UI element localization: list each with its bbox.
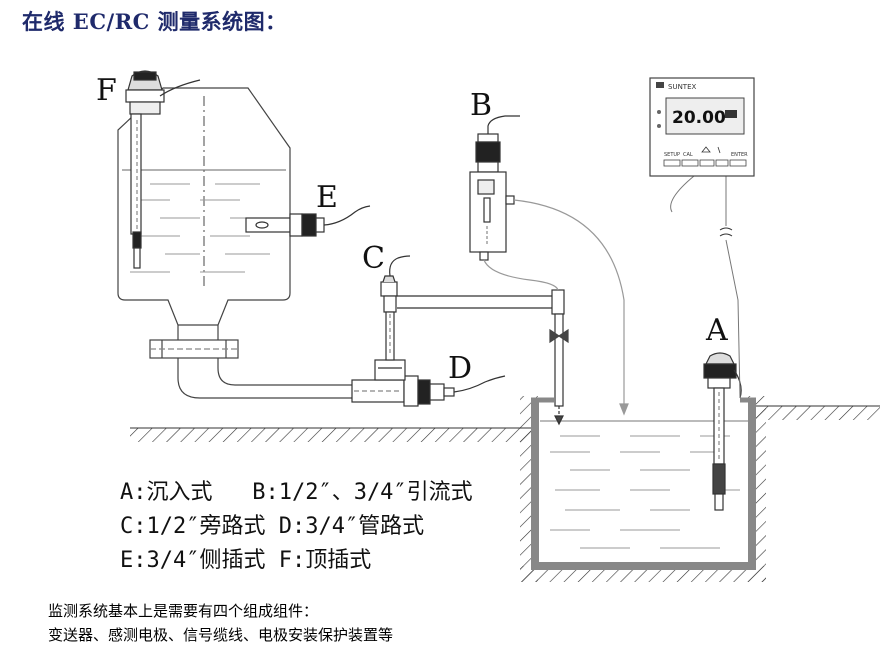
label-c: C: [362, 241, 385, 276]
meter-button-setup: [663, 159, 681, 167]
page-title: 在线 EC/RC 测量系统图：: [22, 9, 287, 34]
note-line-1: 监测系统基本上是需要有四个组成组件：: [48, 602, 319, 620]
meter-button-enter: [729, 159, 747, 167]
open-tank: [520, 396, 766, 582]
meter-button-cal: [681, 159, 699, 167]
meter-display-value: 20.00: [672, 108, 726, 128]
ground: [130, 405, 880, 442]
label-e: E: [316, 180, 338, 215]
meter-cable: [670, 175, 741, 399]
legend-line-1: A:沉入式 B:1/2″、3/4″引流式: [120, 480, 473, 505]
meter: SUNTEX 20.00 SETUP CAL ENTER: [649, 77, 755, 177]
label-b: B: [470, 88, 492, 123]
meter-button-up: [699, 159, 715, 167]
label-f: F: [96, 73, 117, 108]
note-line-2: 变送器、感测电极、信号缆线、电极安装保护装置等: [48, 626, 394, 644]
probe-d: [351, 359, 506, 407]
legend-line-2: C:1/2″旁路式 D:3/4″管路式: [120, 514, 425, 539]
meter-button-label: SETUP: [664, 152, 680, 158]
legend-line-3: E:3/4″侧插式 F:顶插式: [120, 548, 372, 573]
shift-icon: [717, 146, 721, 154]
up-arrow-icon: [701, 146, 711, 153]
label-d: D: [448, 351, 472, 386]
probe-e: [245, 205, 371, 237]
meter-brand: SUNTEX: [668, 83, 697, 91]
meter-buttons: SETUP CAL ENTER: [664, 152, 748, 158]
probe-c: [380, 255, 569, 426]
meter-button-label: ENTER: [731, 152, 748, 158]
label-a: A: [705, 313, 728, 348]
probe-b: [469, 115, 629, 416]
meter-button-shift: [715, 159, 729, 167]
probe-f: [125, 70, 201, 269]
meter-button-label: CAL: [683, 152, 693, 158]
probe-a: [703, 352, 742, 511]
vessel: [117, 87, 352, 399]
